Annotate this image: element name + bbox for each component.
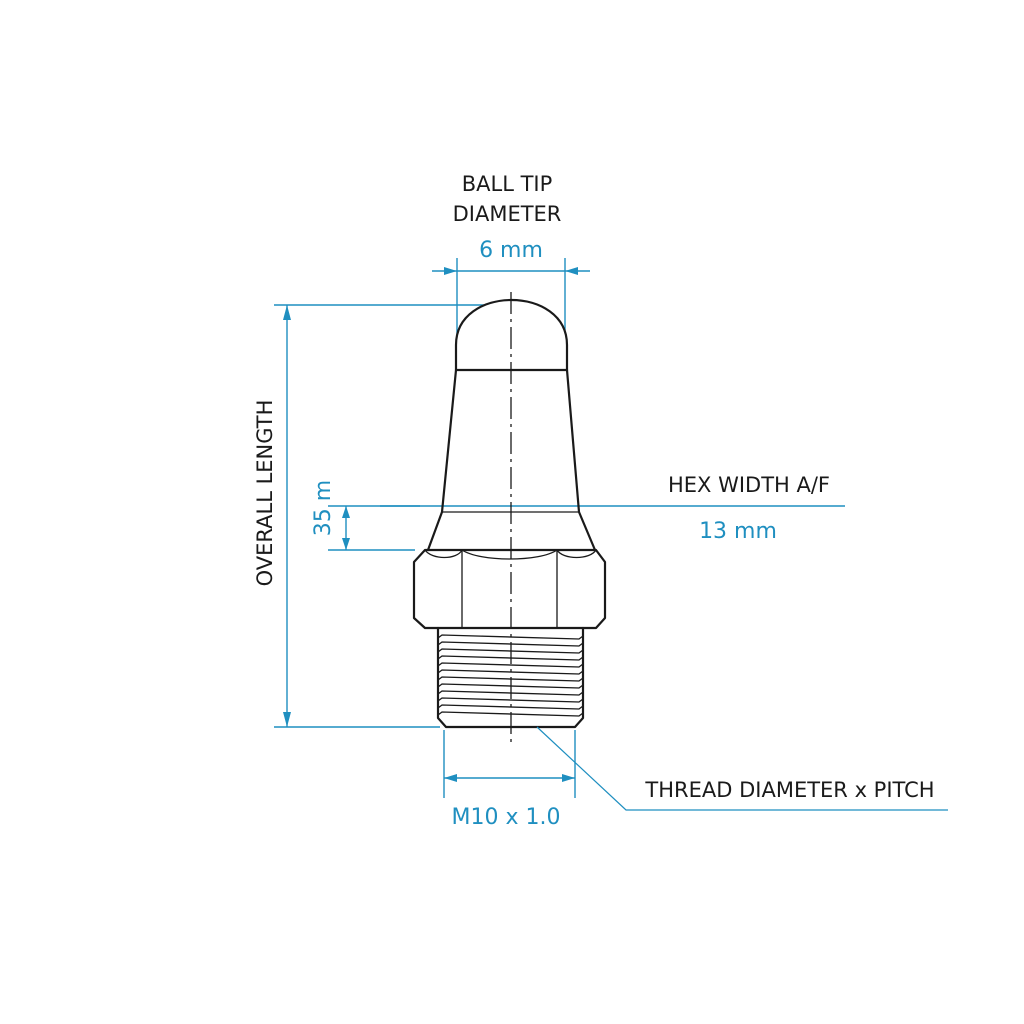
overall-length-dimension: OVERALL LENGTH 35 m <box>253 304 484 728</box>
thread-arrow-left <box>444 774 457 782</box>
ball-tip-dimension: BALL TIP DIAMETER 6 mm <box>432 172 590 334</box>
overall-length-label: OVERALL LENGTH <box>253 400 277 587</box>
hex-nut <box>412 548 607 630</box>
ball-tip-arrow-right <box>565 267 578 275</box>
hex-width-value: 13 mm <box>699 519 777 544</box>
overall-small-arrow-bottom <box>342 538 350 550</box>
thread-leader-line <box>536 726 948 811</box>
thread-crest <box>437 697 584 703</box>
ball-tip-label-line2: DIAMETER <box>453 202 562 226</box>
ball-tip-label-line1: BALL TIP <box>462 172 553 196</box>
thread-arrow-right <box>562 774 575 782</box>
hex-chamfer-mid <box>461 549 558 560</box>
hex-chamfer-left <box>424 549 463 559</box>
ball-tip-arrow-left <box>444 267 457 275</box>
thread-dimension: M10 x 1.0 THREAD DIAMETER x PITCH <box>443 726 948 830</box>
overall-length-value: 35 m <box>311 480 336 536</box>
overall-arrow-top <box>283 305 291 320</box>
hex-chamfer-right <box>556 549 597 559</box>
ball-tip-value: 6 mm <box>479 238 543 263</box>
overall-small-arrow-top <box>342 506 350 518</box>
hex-width-dimension: HEX WIDTH A/F 13 mm <box>380 473 845 544</box>
overall-arrow-bottom <box>283 712 291 727</box>
thread-crest <box>437 662 584 668</box>
ball-tip-nozzle <box>412 292 607 744</box>
thread-value: M10 x 1.0 <box>452 805 561 830</box>
hex-width-label: HEX WIDTH A/F <box>668 473 830 497</box>
thread-label: THREAD DIAMETER x PITCH <box>644 778 934 802</box>
